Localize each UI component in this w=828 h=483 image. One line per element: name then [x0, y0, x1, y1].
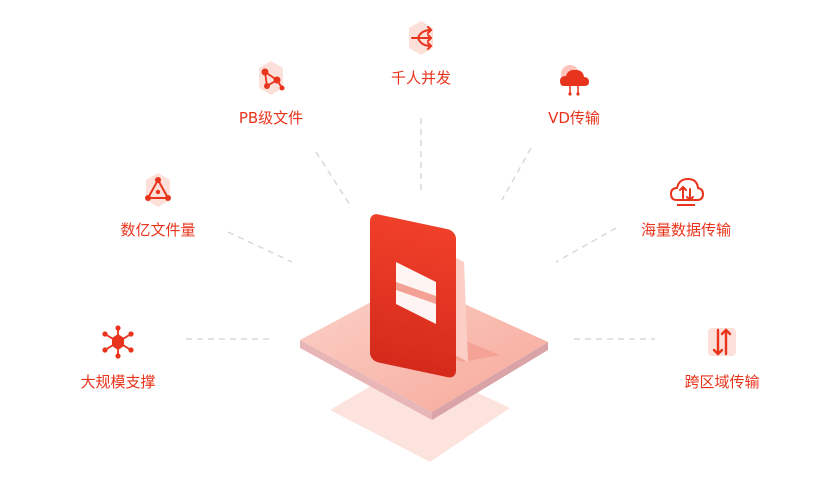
connector-line [227, 231, 293, 263]
connector-line [501, 147, 532, 201]
platform-edge [300, 340, 432, 420]
feature-pb-files: PB级文件 [228, 56, 314, 128]
feature-label: 大规模支撑 [80, 373, 156, 391]
feature-label: VD传输 [548, 109, 600, 127]
feature-label: 数亿文件量 [120, 221, 196, 239]
feature-concurrency: 千人并发 [386, 16, 456, 88]
branch-arrows-icon [409, 21, 433, 55]
card-emblem-cut [396, 282, 436, 304]
cloud-transfer-icon [669, 177, 705, 206]
triangle-nodes-icon [145, 173, 171, 207]
hub-network-icon [102, 325, 134, 359]
feature-large-scale: 大规模支撑 [70, 320, 166, 392]
swap-arrows-icon [708, 328, 736, 356]
feature-label: PB级文件 [238, 109, 304, 127]
connector-line [555, 227, 617, 263]
connector-line [315, 151, 351, 206]
cloud-upload-icon [560, 65, 589, 96]
platform-edge [432, 342, 548, 420]
feature-cross-region: 跨区域传输 [672, 320, 772, 392]
feature-vd-transfer: VD传输 [534, 56, 614, 128]
feature-label: 跨区域传输 [684, 373, 760, 391]
feature-mass-data: 海量数据传输 [628, 168, 744, 240]
feature-billion-files: 数亿文件量 [110, 168, 206, 240]
network-nodes-icon [259, 61, 285, 95]
feature-label: 千人并发 [390, 69, 451, 87]
feature-label: 海量数据传输 [640, 221, 731, 239]
